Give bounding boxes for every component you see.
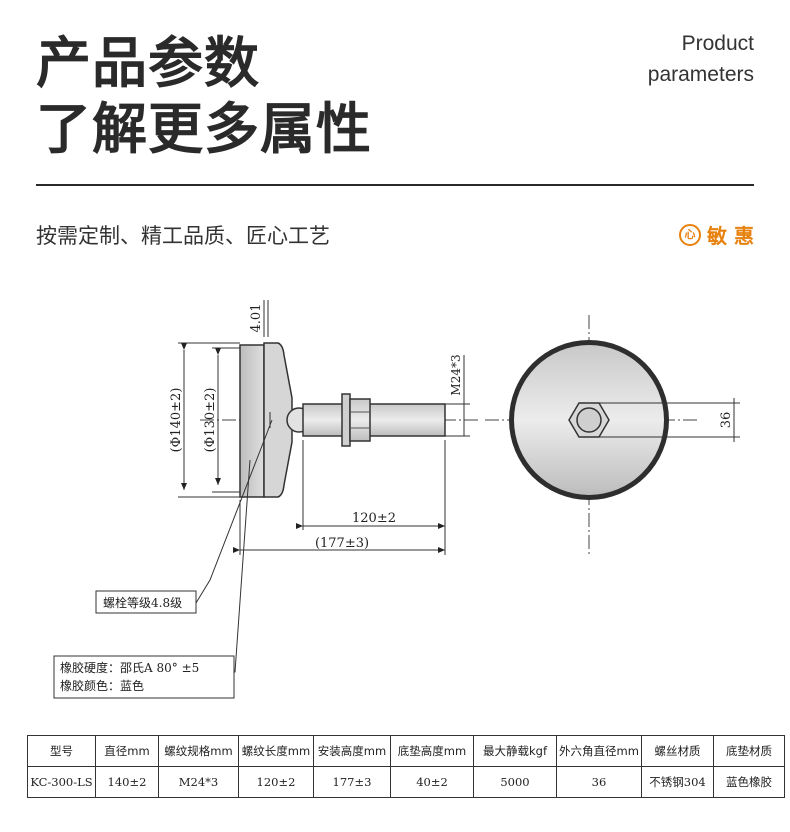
brand-logo-icon: 心 bbox=[679, 223, 702, 246]
hex-nut bbox=[349, 398, 371, 442]
table-header-cell: 外六角直径mm bbox=[556, 735, 642, 767]
thread-rod bbox=[302, 403, 446, 437]
dim-thread: M24*3 bbox=[449, 354, 463, 395]
table-header-cell: 直径mm bbox=[95, 735, 159, 767]
page-title-line2: 了解更多属性 bbox=[36, 97, 373, 161]
dim-pad-diameter: (Φ130±2) bbox=[203, 388, 218, 453]
english-title-line2: parameters bbox=[647, 63, 754, 86]
table-cell: 177±3 bbox=[313, 766, 391, 798]
dim-flange-thickness: 4.01 bbox=[249, 304, 264, 333]
dim-install-height: (177±3) bbox=[315, 536, 369, 551]
note-bolt-box bbox=[95, 590, 197, 614]
dim-hex: 36 bbox=[719, 412, 734, 429]
note-rubber-hardness: 橡胶硬度：邵氏A 80° ±5 bbox=[60, 660, 199, 675]
header-divider bbox=[36, 184, 754, 186]
table-header-cell: 螺丝材质 bbox=[641, 735, 714, 767]
page-title-line1: 产品参数 bbox=[36, 31, 261, 95]
table-cell: 5000 bbox=[473, 766, 557, 798]
dim-thread-length: 120±2 bbox=[352, 511, 396, 526]
front-bolt bbox=[576, 407, 602, 433]
table-cell: 不锈钢304 bbox=[641, 766, 714, 798]
slogan: 按需定制、精工品质、匠心工艺 bbox=[36, 224, 330, 248]
washer bbox=[341, 393, 351, 447]
table-cell: KC-300-LS bbox=[27, 766, 96, 798]
rubber-pad bbox=[239, 344, 265, 498]
note-rubber-color: 橡胶颜色：蓝色 bbox=[60, 678, 144, 693]
table-cell: 36 bbox=[556, 766, 642, 798]
table-cell: M24*3 bbox=[158, 766, 239, 798]
dim-outer-diameter: (Φ140±2) bbox=[169, 388, 184, 453]
table-header-cell: 最大静载kgf bbox=[473, 735, 557, 767]
english-title-line1: Product bbox=[681, 32, 754, 55]
title-block: 产品参数 了解更多属性 bbox=[36, 30, 372, 162]
table-header-cell: 安装高度mm bbox=[313, 735, 391, 767]
table-cell: 140±2 bbox=[95, 766, 159, 798]
table-header-cell: 螺纹长度mm bbox=[238, 735, 314, 767]
table-header-cell: 螺纹规格mm bbox=[158, 735, 239, 767]
table-cell: 120±2 bbox=[238, 766, 314, 798]
brand-logo: 心 敏 惠 bbox=[679, 220, 754, 249]
table-header-cell: 型号 bbox=[27, 735, 96, 767]
note-bolt: 螺栓等级4.8级 bbox=[103, 595, 182, 610]
english-title: Product parameters bbox=[648, 28, 754, 90]
brand-name: 敏 惠 bbox=[707, 224, 754, 248]
table-cell: 蓝色橡胶 bbox=[713, 766, 785, 798]
table-header-cell: 底垫高度mm bbox=[390, 735, 474, 767]
table-header-cell: 底垫材质 bbox=[713, 735, 785, 767]
base-body bbox=[263, 342, 293, 498]
table-cell: 40±2 bbox=[390, 766, 474, 798]
note-rubber-box bbox=[53, 655, 235, 699]
technical-drawing: 4.01 (Φ140±2) (Φ130±2) M24*3 120±2 (177±… bbox=[53, 300, 740, 699]
